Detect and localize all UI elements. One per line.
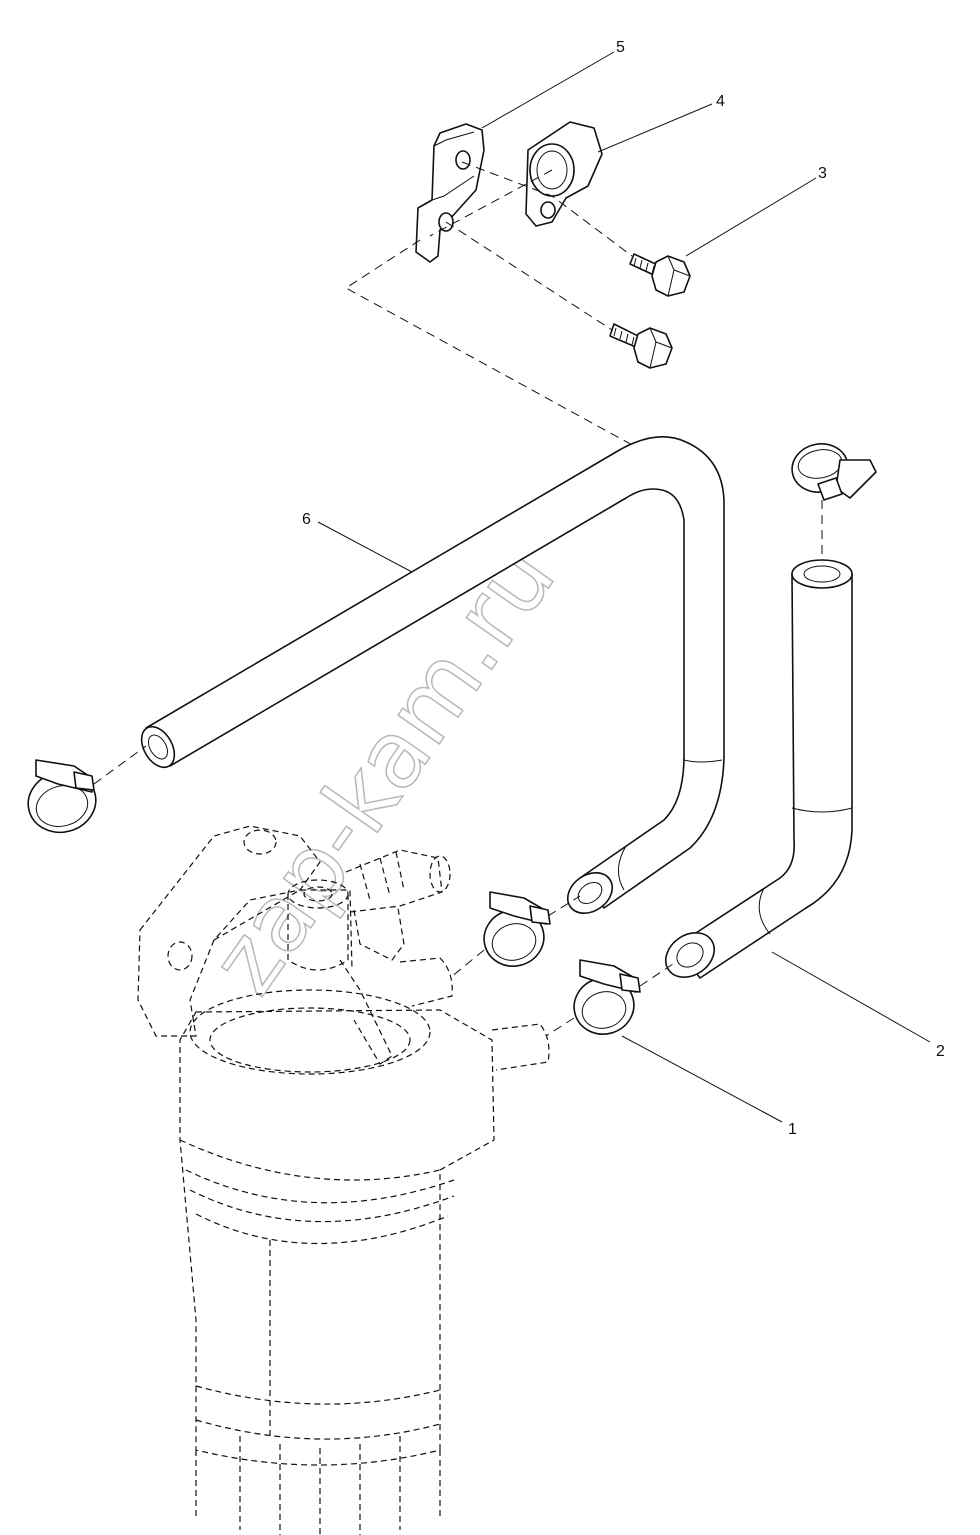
- callout-3-label: 3: [818, 165, 827, 182]
- callout-1: 1: [621, 1035, 797, 1138]
- callout-2: 2: [771, 951, 945, 1060]
- pipe-part-2: [665, 559, 853, 979]
- fuel-filter-assembly: [137, 825, 550, 1535]
- callout-1-label: 1: [788, 1121, 797, 1138]
- pipe-part-6: [140, 436, 725, 914]
- hose-clamp-middle: [449, 891, 581, 979]
- callout-5-label: 5: [616, 39, 625, 56]
- bracket-part-5: [415, 123, 485, 263]
- bolt-part-3-upper: [629, 253, 691, 297]
- bolt-part-3-lower: [609, 323, 673, 369]
- hose-clamp-part-1: [545, 959, 677, 1037]
- hose-clamp-left: [27, 745, 147, 834]
- pipe-clip-part-4: [525, 121, 603, 227]
- callout-4: 4: [597, 93, 725, 153]
- callout-2-label: 2: [936, 1043, 945, 1060]
- callout-3: 3: [685, 165, 827, 257]
- callout-5: 5: [481, 39, 625, 129]
- hose-clamp-top-right: [791, 443, 877, 560]
- callout-6: 6: [302, 511, 413, 573]
- callout-6-label: 6: [302, 511, 311, 528]
- callout-4-label: 4: [716, 93, 725, 110]
